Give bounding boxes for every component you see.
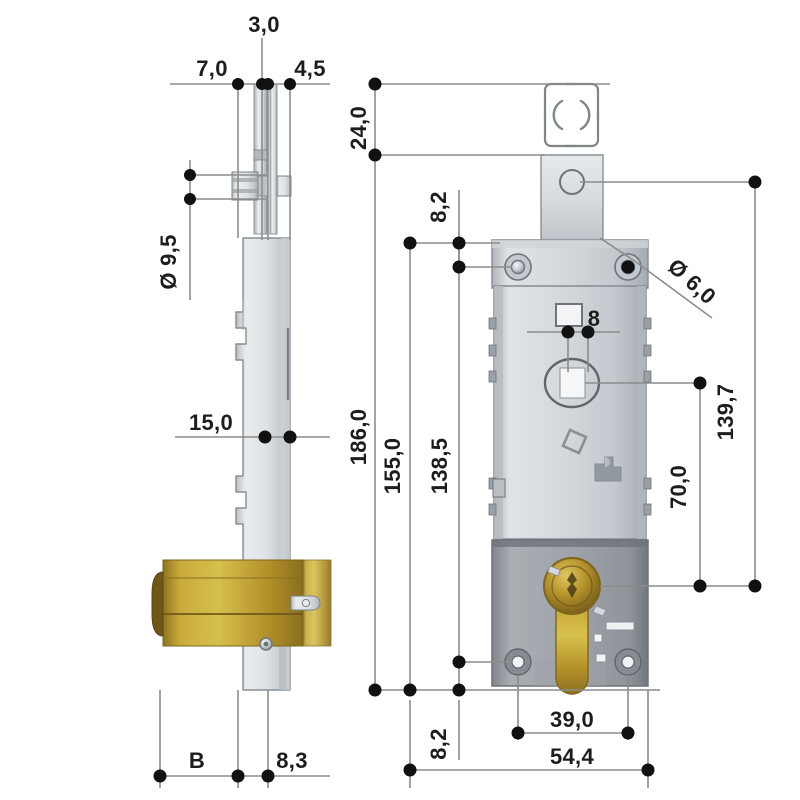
dim-3-0: 3,0 bbox=[248, 12, 279, 37]
lock-case-body bbox=[488, 285, 652, 540]
actuator-rod-assembly bbox=[231, 83, 292, 235]
dim-54-4: 54,4 bbox=[550, 744, 594, 769]
emblem-block-logo bbox=[594, 456, 622, 482]
dim-7-0: 7,0 bbox=[196, 56, 227, 81]
mounting-tongue bbox=[540, 154, 604, 246]
dim-186-0: 186,0 bbox=[346, 409, 371, 466]
dim-70-0: 70,0 bbox=[666, 465, 691, 509]
dimension-labels: 3,0 7,0 4,5 Ø 9,5 15,0 B 8,3 24,0 8,2 18… bbox=[156, 12, 738, 773]
euro-cylinder-front bbox=[543, 557, 635, 695]
side-profile-view bbox=[151, 83, 332, 691]
lower-faceplate bbox=[491, 539, 649, 695]
dim-dia-9-5: Ø 9,5 bbox=[156, 234, 181, 289]
euro-cylinder-side bbox=[151, 559, 332, 651]
dim-155-0: 155,0 bbox=[380, 438, 405, 495]
dim-b: B bbox=[189, 748, 205, 773]
dim-15-0: 15,0 bbox=[189, 410, 233, 435]
dimension-terminators bbox=[153, 77, 762, 783]
dim-138-5: 138,5 bbox=[427, 438, 452, 495]
phantom-extension-outline bbox=[543, 82, 600, 148]
dim-8-2-top: 8,2 bbox=[426, 191, 451, 222]
spindle-square-symbol bbox=[555, 303, 583, 327]
front-face-view bbox=[488, 82, 652, 695]
dim-8-2-bottom: 8,2 bbox=[426, 728, 451, 759]
dim-dia-6-0: Ø 6,0 bbox=[663, 254, 721, 310]
dim-4-5: 4,5 bbox=[294, 56, 325, 81]
emblem-diamond bbox=[561, 428, 588, 455]
dim-24-0: 24,0 bbox=[346, 106, 371, 150]
spindle-size-callout: 8 bbox=[588, 306, 601, 331]
dim-8-3: 8,3 bbox=[276, 748, 307, 773]
dim-139-7: 139,7 bbox=[713, 384, 738, 441]
dim-39-0: 39,0 bbox=[550, 707, 594, 732]
